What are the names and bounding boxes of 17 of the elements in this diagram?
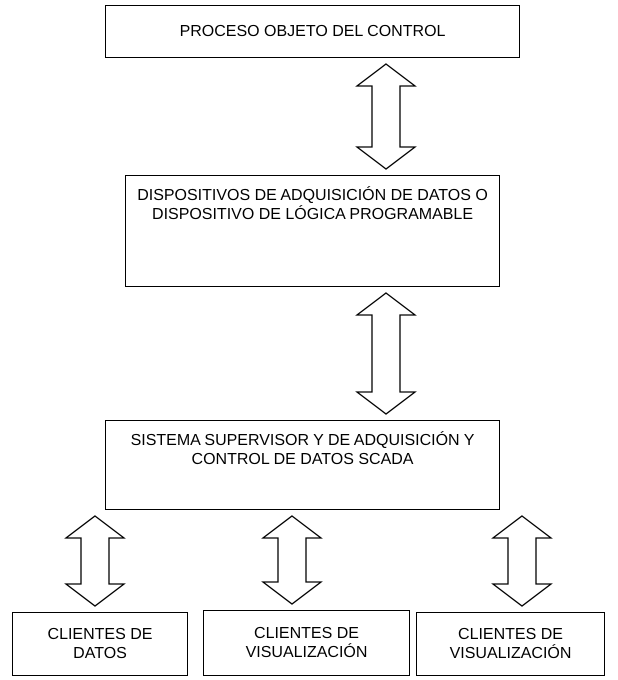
- process-box: [105, 5, 520, 58]
- box-label: CLIENTES DE VISUALIZACIÓN: [448, 624, 572, 664]
- box-label: CLIENTES DE DATOS: [46, 624, 154, 664]
- process-box: [416, 612, 605, 676]
- double-arrow: [261, 515, 323, 605]
- double-arrow: [355, 63, 417, 170]
- process-box: [203, 610, 410, 676]
- process-box: [125, 175, 500, 287]
- double-arrow: [64, 515, 126, 607]
- box-label: SISTEMA SUPERVISOR Y DE ADQUISICIÓN Y CONTROL DE DATOS SCADA: [130, 431, 476, 470]
- double-arrow: [491, 515, 553, 607]
- box-label: CLIENTES DE VISUALIZACIÓN: [244, 624, 368, 662]
- box-label: PROCESO OBJETO DEL CONTROL: [180, 22, 446, 42]
- process-box: [12, 612, 188, 676]
- double-arrow: [355, 292, 417, 415]
- process-box: [105, 420, 500, 510]
- box-label: DISPOSITIVOS DE ADQUISICIÓN DE DATOS O DISPOSITIVO DE LÓGICA PROGRAMABLE: [136, 186, 489, 224]
